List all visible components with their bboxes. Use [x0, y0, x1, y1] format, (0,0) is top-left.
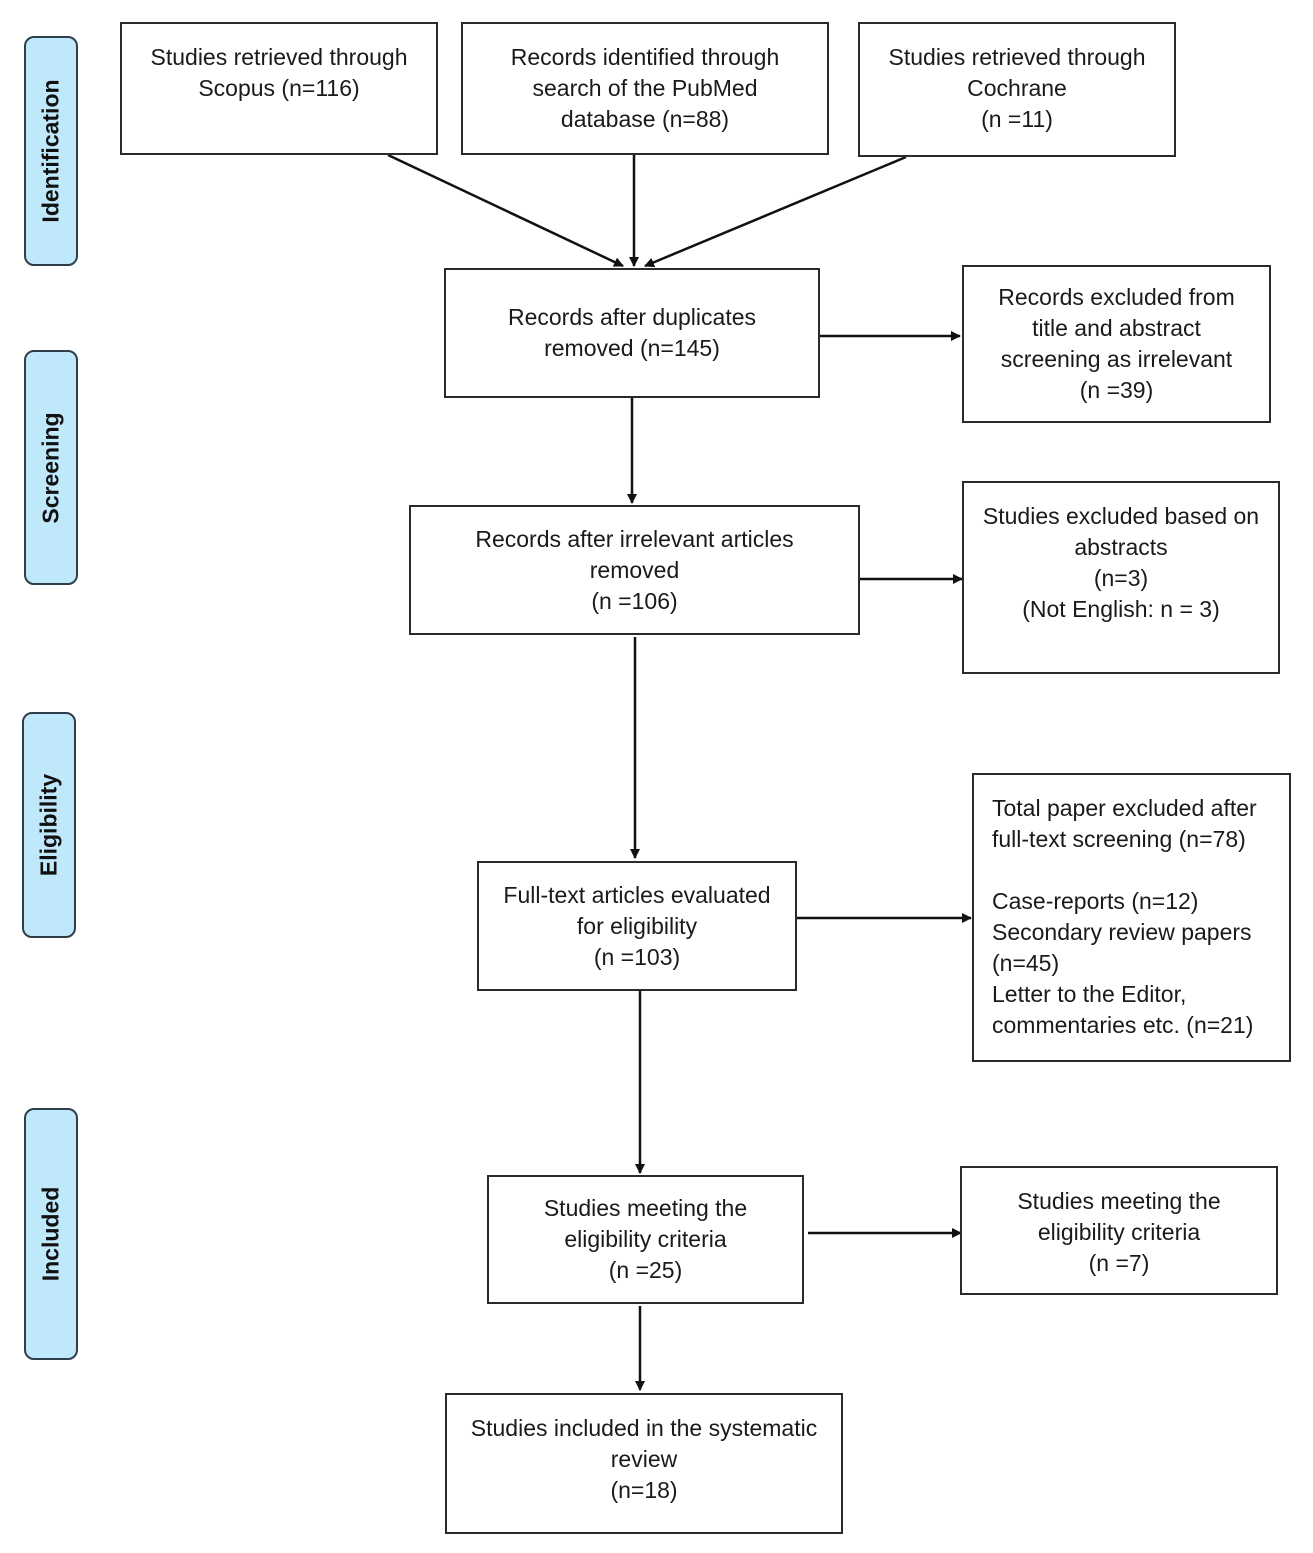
box-pubmed: Records identified through search of the… [461, 22, 829, 155]
box-fulltext-evaluated: Full-text articles evaluated for eligibi… [477, 861, 797, 991]
box-included-review: Studies included in the systematic revie… [445, 1393, 843, 1534]
stage-screening: Screening [24, 350, 78, 585]
box-excluded-abstracts: Studies excluded based on abstracts (n=3… [962, 481, 1280, 674]
stage-eligibility: Eligibility [22, 712, 76, 938]
stage-included: Included [24, 1108, 78, 1360]
box-excluded-title-abstract: Records excluded from title and abstract… [962, 265, 1271, 423]
box-after-irrelevant: Records after irrelevant articles remove… [409, 505, 860, 635]
box-meeting-criteria: Studies meeting the eligibility criteria… [487, 1175, 804, 1304]
box-after-duplicates: Records after duplicates removed (n=145) [444, 268, 820, 398]
arrow-cochrane-to-duplicates [644, 155, 907, 268]
box-scopus: Studies retrieved through Scopus (n=116) [120, 22, 438, 155]
stage-identification: Identification [24, 36, 78, 266]
box-excluded-fulltext: Total paper excluded after full-text scr… [972, 773, 1291, 1062]
box-cochrane: Studies retrieved through Cochrane (n =1… [858, 22, 1176, 157]
box-meeting-criteria-right: Studies meeting the eligibility criteria… [960, 1166, 1278, 1295]
arrow-scopus-to-duplicates [387, 153, 624, 268]
